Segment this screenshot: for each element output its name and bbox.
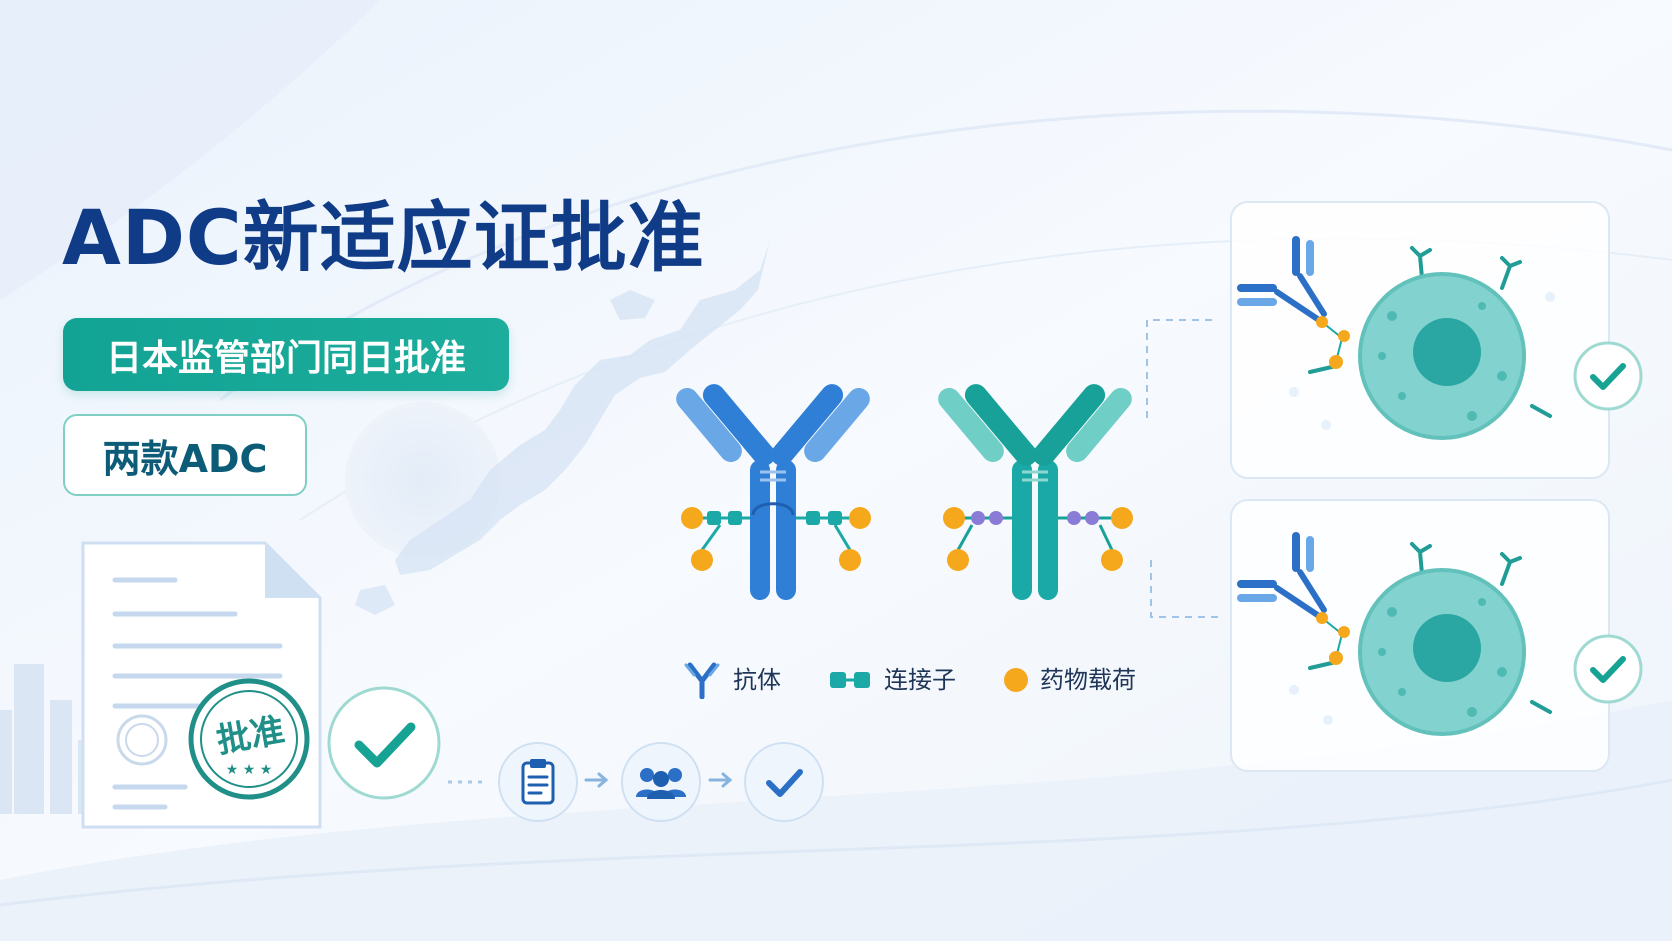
headline: ADC新适应证批准 <box>62 193 705 282</box>
japan-map-silhouette <box>355 240 770 615</box>
arrow-right-icon <box>708 772 733 788</box>
adc-molecules <box>676 384 1133 600</box>
tumor-cell-icon <box>1237 532 1552 736</box>
payload-icon <box>1004 668 1028 692</box>
check-icon <box>1573 634 1643 704</box>
legend-linker-label: 连接子 <box>884 666 956 694</box>
check-icon <box>1573 341 1643 411</box>
badge-secondary: 两款ADC <box>63 414 307 496</box>
antibody-icon <box>684 662 720 699</box>
clipboard-icon <box>498 742 578 822</box>
arrow-right-icon <box>584 772 609 788</box>
adc-molecule-teal <box>938 384 1133 600</box>
svg-text:★ ★ ★: ★ ★ ★ <box>226 762 273 778</box>
tumor-cell-icon <box>1237 236 1552 440</box>
linker-icon <box>830 672 870 688</box>
legend-payload-label: 药物载荷 <box>1040 666 1136 694</box>
approval-stamp-icon: ★ ★ ★ <box>188 678 310 800</box>
check-icon <box>327 686 441 800</box>
badge-primary: 日本监管部门同日批准 <box>63 318 509 391</box>
legend-antibody-label: 抗体 <box>733 666 781 694</box>
adc-molecule-blue <box>676 384 871 600</box>
check-icon <box>744 742 824 822</box>
people-icon <box>621 742 701 822</box>
faint-seal-icon <box>116 714 168 766</box>
